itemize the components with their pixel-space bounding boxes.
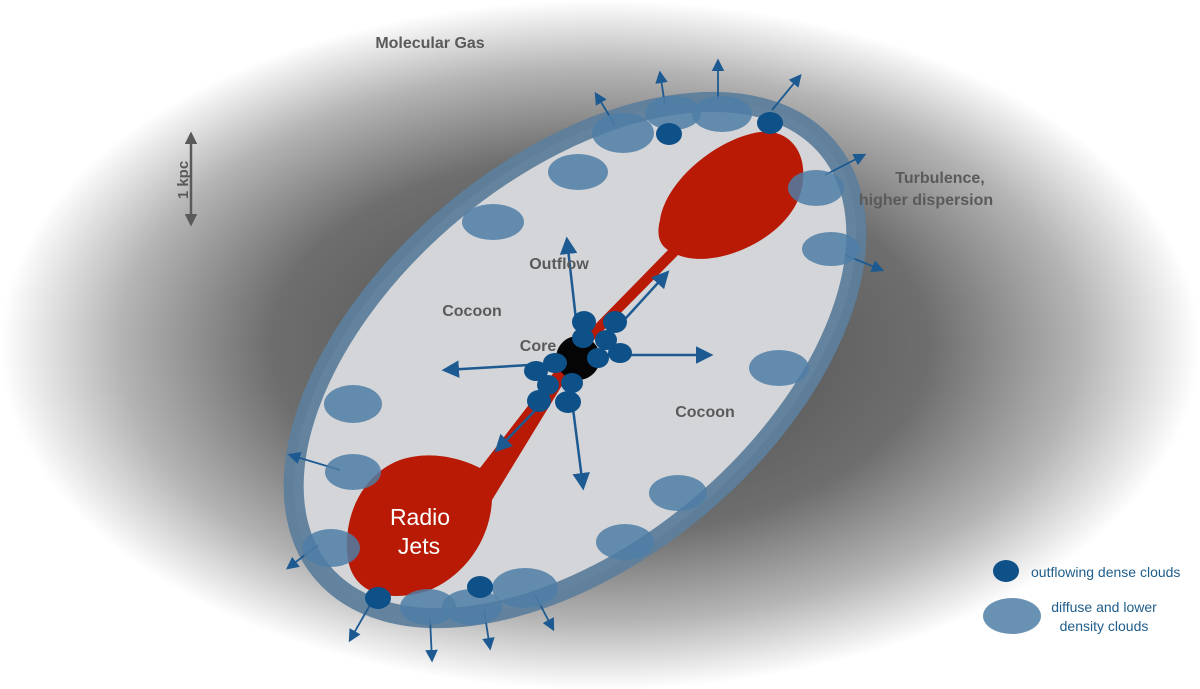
legend-dense-label: outflowing dense clouds bbox=[1031, 564, 1180, 580]
legend: outflowing dense clouds diffuse and lowe… bbox=[983, 560, 1180, 634]
cocoon-label-right: Cocoon bbox=[675, 404, 735, 421]
dense-cloud bbox=[527, 390, 551, 412]
dense-cloud bbox=[608, 343, 632, 363]
radio-jets-label-line2: Jets bbox=[398, 533, 440, 559]
diffuse-cloud bbox=[400, 589, 456, 625]
diffuse-cloud bbox=[788, 170, 844, 206]
radio-jets bbox=[346, 131, 804, 597]
core-label: Core bbox=[520, 338, 557, 355]
dense-cloud bbox=[543, 353, 567, 373]
legend-dense-swatch bbox=[993, 560, 1019, 582]
dense-clouds bbox=[365, 112, 783, 609]
legend-diffuse-swatch bbox=[983, 598, 1041, 634]
diffuse-cloud bbox=[649, 475, 707, 511]
dense-cloud bbox=[572, 328, 594, 348]
turbulence-label-line1: Turbulence, bbox=[895, 170, 985, 187]
dense-cloud bbox=[656, 123, 682, 145]
dense-cloud bbox=[524, 361, 548, 381]
dense-cloud bbox=[587, 348, 609, 368]
scale-bar-label: 1 kpc bbox=[175, 161, 192, 199]
diffuse-cloud bbox=[802, 232, 860, 266]
dense-cloud bbox=[555, 391, 581, 413]
diffuse-cloud bbox=[442, 589, 502, 625]
dense-cloud bbox=[537, 375, 559, 395]
dense-cloud bbox=[757, 112, 783, 134]
dense-cloud bbox=[467, 576, 493, 598]
cocoon-label-left: Cocoon bbox=[442, 303, 502, 320]
radio-jets-label-line1: Radio bbox=[390, 504, 450, 530]
legend-diffuse-label-line2: density clouds bbox=[1060, 618, 1149, 634]
diffuse-cloud bbox=[596, 524, 654, 560]
diffuse-cloud bbox=[592, 113, 654, 153]
scale-bar bbox=[184, 131, 198, 227]
outflow-label: Outflow bbox=[529, 256, 589, 273]
diffuse-cloud bbox=[492, 568, 558, 608]
diffuse-cloud bbox=[749, 350, 809, 386]
core-black-hole bbox=[556, 336, 600, 380]
diffuse-cloud bbox=[645, 96, 701, 130]
dense-cloud bbox=[595, 330, 617, 350]
dense-cloud bbox=[603, 311, 627, 333]
diffuse-cloud bbox=[325, 454, 381, 490]
legend-diffuse-label-line1: diffuse and lower bbox=[1051, 599, 1157, 615]
jet-lower-lobe bbox=[346, 345, 583, 597]
turbulence-label-line2: higher dispersion bbox=[859, 192, 993, 209]
diffuse-clouds bbox=[302, 96, 860, 625]
dense-cloud bbox=[572, 311, 596, 333]
diffuse-cloud bbox=[302, 529, 360, 567]
dense-cloud bbox=[365, 587, 391, 609]
jet-upper-lobe bbox=[575, 131, 804, 351]
diffuse-cloud bbox=[324, 385, 382, 423]
diffuse-cloud bbox=[548, 154, 608, 190]
diffuse-cloud bbox=[692, 96, 752, 132]
molecular-gas-label: Molecular Gas bbox=[375, 35, 484, 52]
diffuse-cloud bbox=[462, 204, 524, 240]
dense-cloud bbox=[561, 373, 583, 393]
